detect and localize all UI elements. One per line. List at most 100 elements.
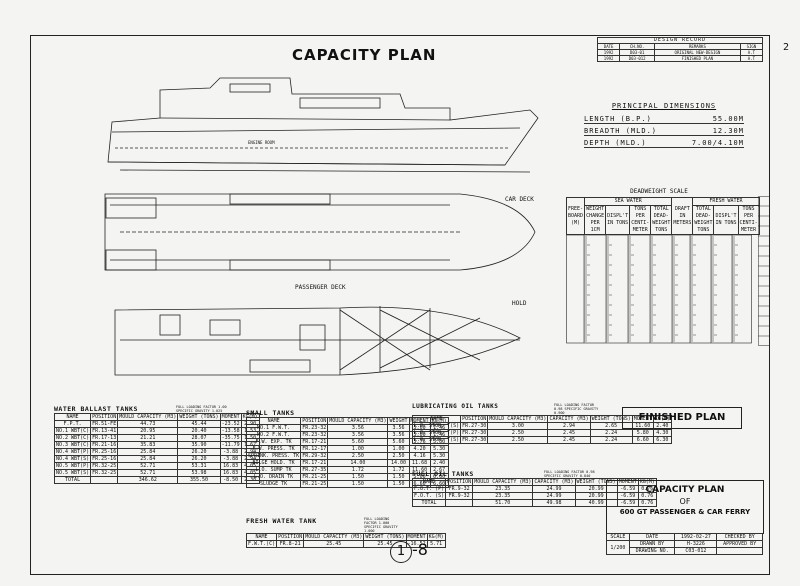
approval-value: H-3226 [674, 540, 718, 548]
dw-header: TONS PER CENTI- METER [629, 205, 652, 235]
table-header-cell: MOMENT [219, 413, 242, 421]
dw-header: TOTAL DEAD- WEIGHT TONS [650, 205, 673, 235]
table-row-cell: FR.12-17 [300, 445, 329, 453]
table-row-cell: FR.27-30 [460, 436, 489, 444]
dim-depth: DEPTH (MLD.)7.00/4.10M [584, 139, 744, 148]
table-row-cell: 5.71 [426, 540, 446, 548]
sheet-mark: 1-8 [390, 540, 428, 563]
dw-group-sea: SEA WATER [584, 197, 673, 206]
small-tanks-title: SMALL TANKS [246, 409, 295, 417]
table-row-cell: FR.13-41 [90, 427, 119, 435]
table-row-cell: 2.24 [589, 429, 633, 437]
table-total-row-cell: TOTAL [411, 499, 447, 507]
table-row-cell: 5.30 [429, 445, 449, 453]
table-row-cell: 3.56 [327, 431, 389, 439]
table-header-cell: POSITION [90, 413, 119, 421]
dim-breadth: BREADTH (MLD.)12.30M [584, 127, 744, 136]
dw-header: DISPL'T IN TONS [713, 205, 739, 235]
table-row-cell: L.O. STOR. T(S) [411, 422, 462, 430]
lubricating-oil-title: LUBRICATING OIL TANKS [412, 403, 499, 410]
table-header-cell: NAME [245, 533, 278, 541]
table-row-cell: FR.27-30 [460, 429, 489, 437]
table-header-cell: CAPACITY (M3) [532, 478, 576, 486]
ship-drawings [104, 77, 539, 376]
table-row-cell: 44.73 [117, 420, 179, 428]
table-row-cell: F.W. PRESS. TK [245, 445, 302, 453]
table-row-cell: 3.56 [387, 431, 410, 439]
table-row-cell: 23.35 [472, 492, 534, 500]
table-row-cell: 25.84 [117, 455, 179, 463]
table-row-cell: 4.30 [652, 429, 672, 437]
table-header-cell: NAME [411, 478, 447, 486]
table-row-cell: 1.00 [387, 445, 410, 453]
table-header-cell: NAME [245, 417, 302, 425]
dr-cell: 1992 [596, 55, 621, 62]
deadweight-scale: DEADWEIGHT SCALE FREE- BOARD (M) SEA WAT… [565, 188, 760, 345]
table-row-cell: FR.51-FE [90, 420, 119, 428]
sheet-mark-circle: 1 [390, 541, 412, 563]
title-block-line1: CAPACITY PLAN [645, 485, 725, 495]
table-row-cell: FR.32-25 [90, 469, 119, 477]
fuel-oil-title: FUEL OIL TANKS [412, 470, 474, 478]
table-row-cell: 14.00 [387, 459, 410, 467]
table-header-cell: MOULD CAPACITY (M3) [303, 533, 365, 541]
table-header-cell: POSITION [276, 533, 305, 541]
table-total-row-cell [90, 476, 119, 484]
dim-label: LENGTH (B.P.) [584, 115, 652, 123]
table-row-cell: 1.50 [327, 473, 389, 481]
table-row-cell: FR.21-25 [300, 473, 329, 481]
table-row-cell: SLUDGE TK [245, 480, 302, 488]
dim-value: 7.00/4.10M [691, 139, 744, 147]
fuel-oil-note: FULL LOADING FACTOR 0.98 SPECIFIC GRAVIT… [544, 470, 595, 478]
table-row-cell: F.O.T. (P) [411, 485, 447, 493]
table-row-cell: 25.84 [117, 448, 179, 456]
table-row-cell: L.O. STOR. T(S) [411, 436, 462, 444]
finished-plan-stamp: FINISHED PLAN [622, 407, 742, 429]
table-row-cell: 5.60 [327, 438, 389, 446]
page-title: CAPACITY PLAN [292, 46, 437, 64]
table-row-cell: -35.75 [219, 434, 242, 442]
approval-value: 1992-02-27 [674, 533, 718, 541]
table-row-cell: L.O. SUMP TK [245, 466, 302, 474]
lubricating-oil-note: FULL LOADING FACTOR 0.98 SPECIFIC GRAVIT… [554, 403, 599, 415]
table-row-cell: 24.99 [532, 485, 576, 493]
table-header-cell: POSITION [300, 417, 329, 425]
title-block: CAPACITY PLAN OF 600 GT PASSENGER & CAR … [606, 480, 764, 534]
approval-label: CHECKED BY [716, 533, 763, 541]
table-header-cell: MOULD CAPACITY (M3) [327, 417, 389, 425]
approval-value [716, 547, 763, 555]
table-row-cell: 1.50 [327, 480, 389, 488]
table-row-cell: 2.50 [387, 452, 410, 460]
table-row-cell: 4.20 [408, 445, 431, 453]
table-row-cell: -23.52 [219, 420, 242, 428]
table-row-cell: NO.3 WBT(C) [53, 441, 92, 449]
water-ballast-title: WATER BALLAST TANKS [54, 405, 138, 413]
table-row-cell: 5.60 [387, 438, 410, 446]
principal-dimensions-title: PRINCIPAL DIMENSIONS [611, 102, 717, 110]
table-header-cell: MOULD CAPACITY (M3) [117, 413, 179, 421]
table-row-cell: NO.5 WBT(P) [53, 462, 92, 470]
dim-length: LENGTH (B.P.)55.00M [584, 115, 744, 124]
table-row-cell: 53.31 [177, 462, 221, 470]
engine-room-label: ENGINE ROOM [248, 140, 275, 145]
table-row-cell: 2.45 [547, 429, 591, 437]
table-row-cell: 26.20 [177, 455, 221, 463]
table-header-cell: MOULD CAPACITY (M3) [472, 478, 534, 486]
table-row-cell: 14.00 [327, 459, 389, 467]
design-record: DESIGN RECORD DATE CH.NO. REMARKS SIGN 1… [596, 37, 764, 62]
principal-dimensions: PRINCIPAL DIMENSIONS LENGTH (B.P.)55.00M… [584, 102, 744, 151]
table-row-cell: FR.29-32 [300, 452, 329, 460]
dr-cell: A.T [739, 55, 764, 62]
table-total-row-cell: TOTAL [53, 476, 92, 484]
